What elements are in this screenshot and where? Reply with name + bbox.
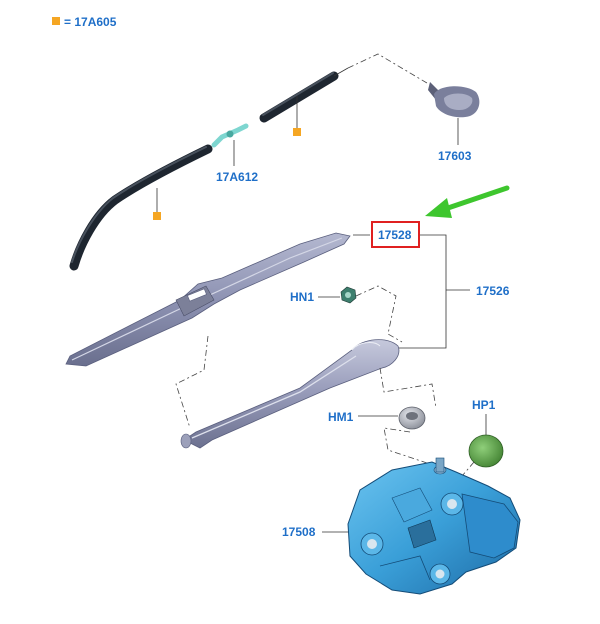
label-17526: 17526 [476, 284, 510, 298]
wiper-motor-17508: 17508 [282, 457, 521, 595]
label-HM1: HM1 [328, 410, 354, 424]
label-17603: 17603 [438, 149, 472, 163]
nut-HN1: HN1 [290, 285, 403, 343]
legend-swatch [52, 17, 60, 25]
label-HP1: HP1 [472, 398, 496, 412]
nut-HM1: HM1 [328, 406, 426, 430]
highlight-box [371, 221, 420, 248]
legend-text: = 17A605 [64, 15, 117, 29]
hose-marker [293, 128, 301, 136]
washer-hose [69, 67, 349, 271]
label-17508: 17508 [282, 525, 316, 539]
wiper-blade-17528 [65, 232, 351, 367]
green-arrow [425, 185, 510, 218]
cap-HP1: HP1 [461, 398, 504, 492]
label-17528: 17528 [378, 228, 412, 242]
hose-connector-17A612: 17A612 [211, 123, 258, 184]
washer-nozzle-17603: 17603 [428, 82, 480, 163]
legend: = 17A605 [52, 15, 117, 29]
hose-markers [153, 96, 301, 220]
wiper-arm-17526 [180, 339, 400, 449]
label-HN1: HN1 [290, 290, 314, 304]
hose-marker [153, 212, 161, 220]
label-17A612: 17A612 [216, 170, 258, 184]
highlighted-part-17528: 17528 [371, 221, 420, 248]
